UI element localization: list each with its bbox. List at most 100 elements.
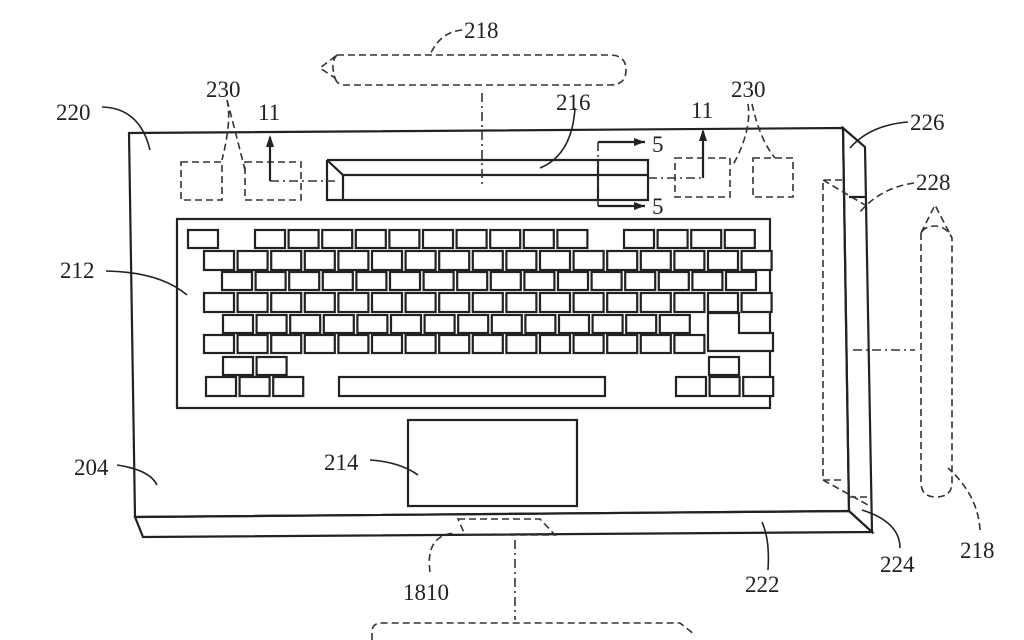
trackpad[interactable] [406, 418, 579, 508]
keyboard-key[interactable] [556, 228, 589, 250]
keyboard-key[interactable] [337, 291, 370, 314]
keyboard-key[interactable] [404, 249, 437, 272]
keyboard-key[interactable] [639, 291, 672, 314]
keyboard-key[interactable] [656, 228, 689, 250]
keyboard-key[interactable] [221, 313, 255, 335]
keyboard-key[interactable] [505, 291, 538, 314]
keyboard-key[interactable] [538, 249, 572, 272]
keyboard-key[interactable] [572, 333, 605, 355]
keyboard-key[interactable] [657, 270, 690, 292]
keyboard-key[interactable] [557, 313, 591, 335]
keyboard-key[interactable] [505, 333, 538, 355]
keyboard-key[interactable] [202, 249, 236, 272]
keyboard-key[interactable] [236, 291, 269, 314]
keyboard-key[interactable] [370, 249, 404, 272]
keyboard-key[interactable] [238, 375, 271, 398]
keyboard-key[interactable] [505, 249, 538, 272]
keyboard-key[interactable] [740, 291, 773, 314]
keyboard-key[interactable] [708, 375, 741, 398]
keyboard-key[interactable] [404, 333, 437, 355]
keyboard-key[interactable] [591, 313, 624, 335]
keyboard-key[interactable] [421, 228, 455, 250]
keyboard-key[interactable] [236, 333, 269, 355]
keyboard-key[interactable] [471, 249, 504, 272]
keyboard-key[interactable] [590, 270, 623, 292]
keyboard-key[interactable] [673, 249, 706, 272]
keyboard-key[interactable] [303, 249, 336, 272]
keyboard-key[interactable] [220, 270, 254, 292]
keyboard-key[interactable] [538, 291, 572, 314]
keyboard-key[interactable] [404, 291, 437, 314]
keyboard-key[interactable] [287, 228, 320, 250]
keyboard-key[interactable] [370, 291, 404, 314]
keyboard-key[interactable] [354, 228, 387, 250]
keyboard-key[interactable] [471, 333, 504, 355]
keyboard-key[interactable] [556, 270, 590, 292]
keyboard-key[interactable] [422, 270, 455, 292]
keyboard-key[interactable] [303, 333, 336, 355]
keyboard-key[interactable] [606, 291, 639, 314]
keyboard-key[interactable] [606, 333, 639, 355]
keyboard-key[interactable] [270, 333, 303, 355]
keyboard-key[interactable] [288, 270, 321, 292]
keyboard-key[interactable] [639, 249, 672, 272]
keyboard-key[interactable] [322, 313, 355, 335]
keyboard-key[interactable] [522, 228, 555, 250]
keyboard-key[interactable] [524, 313, 557, 335]
keyboard-key[interactable] [236, 249, 269, 272]
keyboard-key[interactable] [270, 249, 303, 272]
keyboard-key[interactable] [740, 249, 773, 272]
keyboard-key[interactable] [489, 228, 522, 250]
keyboard-key[interactable] [321, 270, 354, 292]
keyboard-key[interactable] [724, 270, 758, 292]
keyboard-key[interactable] [639, 333, 672, 355]
keyboard-key[interactable] [673, 333, 706, 355]
spacebar-key[interactable] [337, 375, 607, 398]
keyboard-key[interactable] [690, 228, 723, 250]
keyboard-key[interactable] [438, 291, 471, 314]
keyboard-key[interactable] [471, 291, 504, 314]
keyboard-key[interactable] [622, 228, 656, 250]
keyboard-key[interactable] [673, 291, 706, 314]
keyboard-key[interactable] [707, 355, 741, 377]
keyboard-key[interactable] [706, 291, 740, 314]
keyboard-key[interactable] [389, 313, 423, 335]
keyboard-key[interactable] [457, 313, 490, 335]
keyboard-key[interactable] [272, 375, 305, 398]
keyboard-key[interactable] [355, 270, 388, 292]
keyboard-key[interactable] [388, 270, 422, 292]
keyboard-key[interactable] [303, 291, 336, 314]
keyboard-key[interactable] [289, 313, 322, 335]
keyboard-key[interactable] [625, 313, 658, 335]
keyboard-key[interactable] [674, 375, 708, 398]
keyboard-key[interactable] [337, 333, 370, 355]
keyboard-key[interactable] [455, 228, 488, 250]
keyboard-key[interactable] [388, 228, 421, 250]
keyboard-key[interactable] [423, 313, 456, 335]
keyboard-key[interactable] [255, 355, 288, 377]
keyboard-key[interactable] [606, 249, 639, 272]
keyboard-key[interactable] [202, 291, 236, 314]
keyboard-key[interactable] [204, 375, 238, 398]
keyboard-key[interactable] [186, 228, 220, 250]
keyboard-key[interactable] [489, 270, 522, 292]
keyboard-key[interactable] [438, 333, 471, 355]
keyboard-key[interactable] [706, 249, 740, 272]
enter-key[interactable] [706, 311, 775, 353]
keyboard-key[interactable] [490, 313, 523, 335]
keyboard-key[interactable] [356, 313, 389, 335]
keyboard-key[interactable] [624, 270, 657, 292]
keyboard-key[interactable] [538, 333, 572, 355]
keyboard-key[interactable] [253, 228, 287, 250]
keyboard-key[interactable] [658, 313, 691, 335]
keyboard-key[interactable] [456, 270, 489, 292]
keyboard-key[interactable] [370, 333, 404, 355]
keyboard-key[interactable] [337, 249, 370, 272]
keyboard-key[interactable] [742, 375, 775, 398]
keyboard-key[interactable] [255, 313, 288, 335]
keyboard-key[interactable] [221, 355, 255, 377]
keyboard-key[interactable] [572, 249, 605, 272]
keyboard-key[interactable] [523, 270, 556, 292]
keyboard-key[interactable] [691, 270, 724, 292]
keyboard-key[interactable] [254, 270, 287, 292]
